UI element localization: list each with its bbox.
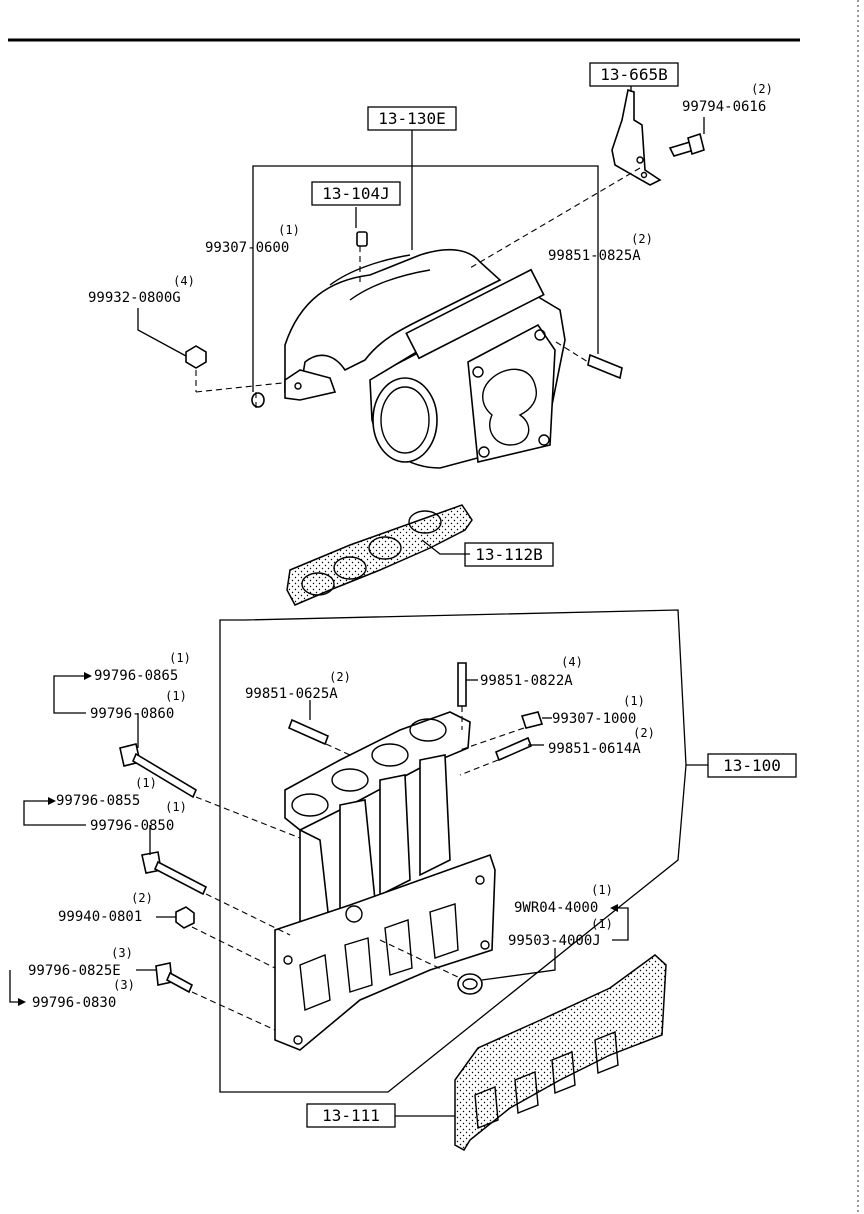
part-number-label: 99851-0822A: [480, 673, 573, 689]
qty-label: (2): [329, 670, 351, 684]
part-number-label: 99503-4000J: [508, 933, 601, 949]
part-number-label: 99796-0850: [90, 818, 174, 834]
ref-box-13-665B: 13-665B: [589, 62, 679, 87]
part-number-label: 99932-0800G: [88, 290, 181, 306]
callout-99503-4000J: (1) 99503-4000J: [508, 917, 613, 949]
ref-box-13-100: 13-100: [707, 753, 797, 778]
qty-label: (2): [751, 82, 773, 96]
fasteners-lower-drawing: [119, 662, 544, 995]
ref-box-13-130E: 13-130E: [367, 106, 457, 131]
callout-99851-0614A: (2) 99851-0614A: [548, 726, 655, 757]
callout-99307-1000: (1) 99307-1000: [552, 694, 645, 727]
intake-plenum-drawing: [284, 248, 566, 469]
ref-box-13-111: 13-111: [306, 1103, 396, 1128]
ref-13-130E-label: 13-130E: [378, 109, 445, 128]
bolt-99794-0616-drawing: [668, 132, 705, 157]
bracket-drawing: [611, 88, 662, 186]
callout-99851-0822A: (4) 99851-0822A: [480, 655, 583, 689]
callout-99796-0860: (1) 99796-0860: [90, 689, 187, 722]
gasket-13-111-drawing: [395, 954, 667, 1152]
callout-99932-0800G: (4) 99932-0800G: [88, 274, 195, 306]
gasket-13-112B-drawing: [286, 504, 473, 606]
qty-label: (2): [631, 232, 653, 246]
qty-label: (1): [591, 917, 613, 931]
qty-label: (2): [633, 726, 655, 740]
qty-label: (1): [165, 689, 187, 703]
part-number-label: 99851-0625A: [245, 686, 338, 702]
ref-box-13-112B: 13-112B: [464, 542, 554, 567]
qty-label: (1): [135, 776, 157, 790]
part-number-label: 99796-0855: [56, 793, 140, 809]
part-number-label: 99307-1000: [552, 711, 636, 727]
part-number-label: 99796-0860: [90, 706, 174, 722]
intake-manifold-drawing: [274, 711, 496, 1051]
callout-99794-0616: (2) 99794-0616: [682, 82, 773, 115]
part-number-label: 99851-0825A: [548, 248, 641, 264]
callout-99796-0850: (1) 99796-0850: [90, 800, 187, 834]
callout-99796-0855: (1) 99796-0855: [56, 776, 157, 809]
leader-lines-upper: [137, 86, 705, 408]
part-number-label: 99794-0616: [682, 99, 766, 115]
qty-label: (4): [561, 655, 583, 669]
qty-label: (1): [623, 694, 645, 708]
part-number-label: 9WR04-4000: [514, 900, 598, 916]
part-number-label: 99796-0825E: [28, 963, 121, 979]
callout-99796-0830: (3) 99796-0830: [32, 978, 135, 1011]
ref-13-111-label: 13-111: [322, 1106, 380, 1125]
plug-small-drawing: [251, 392, 265, 408]
ref-box-13-104J: 13-104J: [311, 181, 401, 206]
stud-99851-0825A-drawing: [587, 353, 623, 380]
ref-13-665B-label: 13-665B: [600, 65, 667, 84]
callout-99796-0865: (1) 99796-0865: [94, 651, 191, 684]
qty-label: (1): [165, 800, 187, 814]
part-number-label: 99851-0614A: [548, 741, 641, 757]
part-number-label: 99940-0801: [58, 909, 142, 925]
callout-99307-0600: (1) 99307-0600: [205, 223, 300, 256]
part-number-label: 99796-0865: [94, 668, 178, 684]
qty-label: (4): [173, 274, 195, 288]
callout-99851-0625A: (2) 99851-0625A: [245, 670, 351, 702]
callout-99796-0825E: (3) 99796-0825E: [28, 946, 133, 979]
ref-13-100-label: 13-100: [723, 756, 781, 775]
nut-99932-0800G-drawing: [185, 345, 207, 369]
assembly-frame-13-100: [219, 609, 687, 1093]
ref-13-104J-label: 13-104J: [322, 184, 389, 203]
leader-lines-lower: [9, 672, 629, 1031]
qty-label: (3): [113, 978, 135, 992]
qty-label: (3): [111, 946, 133, 960]
plug-99307-0600-drawing: [356, 231, 368, 247]
qty-label: (1): [169, 651, 191, 665]
callout-99851-0825A: (2) 99851-0825A: [548, 232, 653, 264]
ref-13-112B-label: 13-112B: [475, 545, 542, 564]
part-number-label: 99796-0830: [32, 995, 116, 1011]
qty-label: (1): [591, 883, 613, 897]
qty-label: (1): [278, 223, 300, 237]
callout-99940-0801: (2) 99940-0801: [58, 891, 153, 925]
part-number-label: 99307-0600: [205, 240, 289, 256]
callout-9WR04-4000: (1) 9WR04-4000: [514, 883, 613, 916]
qty-label: (2): [131, 891, 153, 905]
